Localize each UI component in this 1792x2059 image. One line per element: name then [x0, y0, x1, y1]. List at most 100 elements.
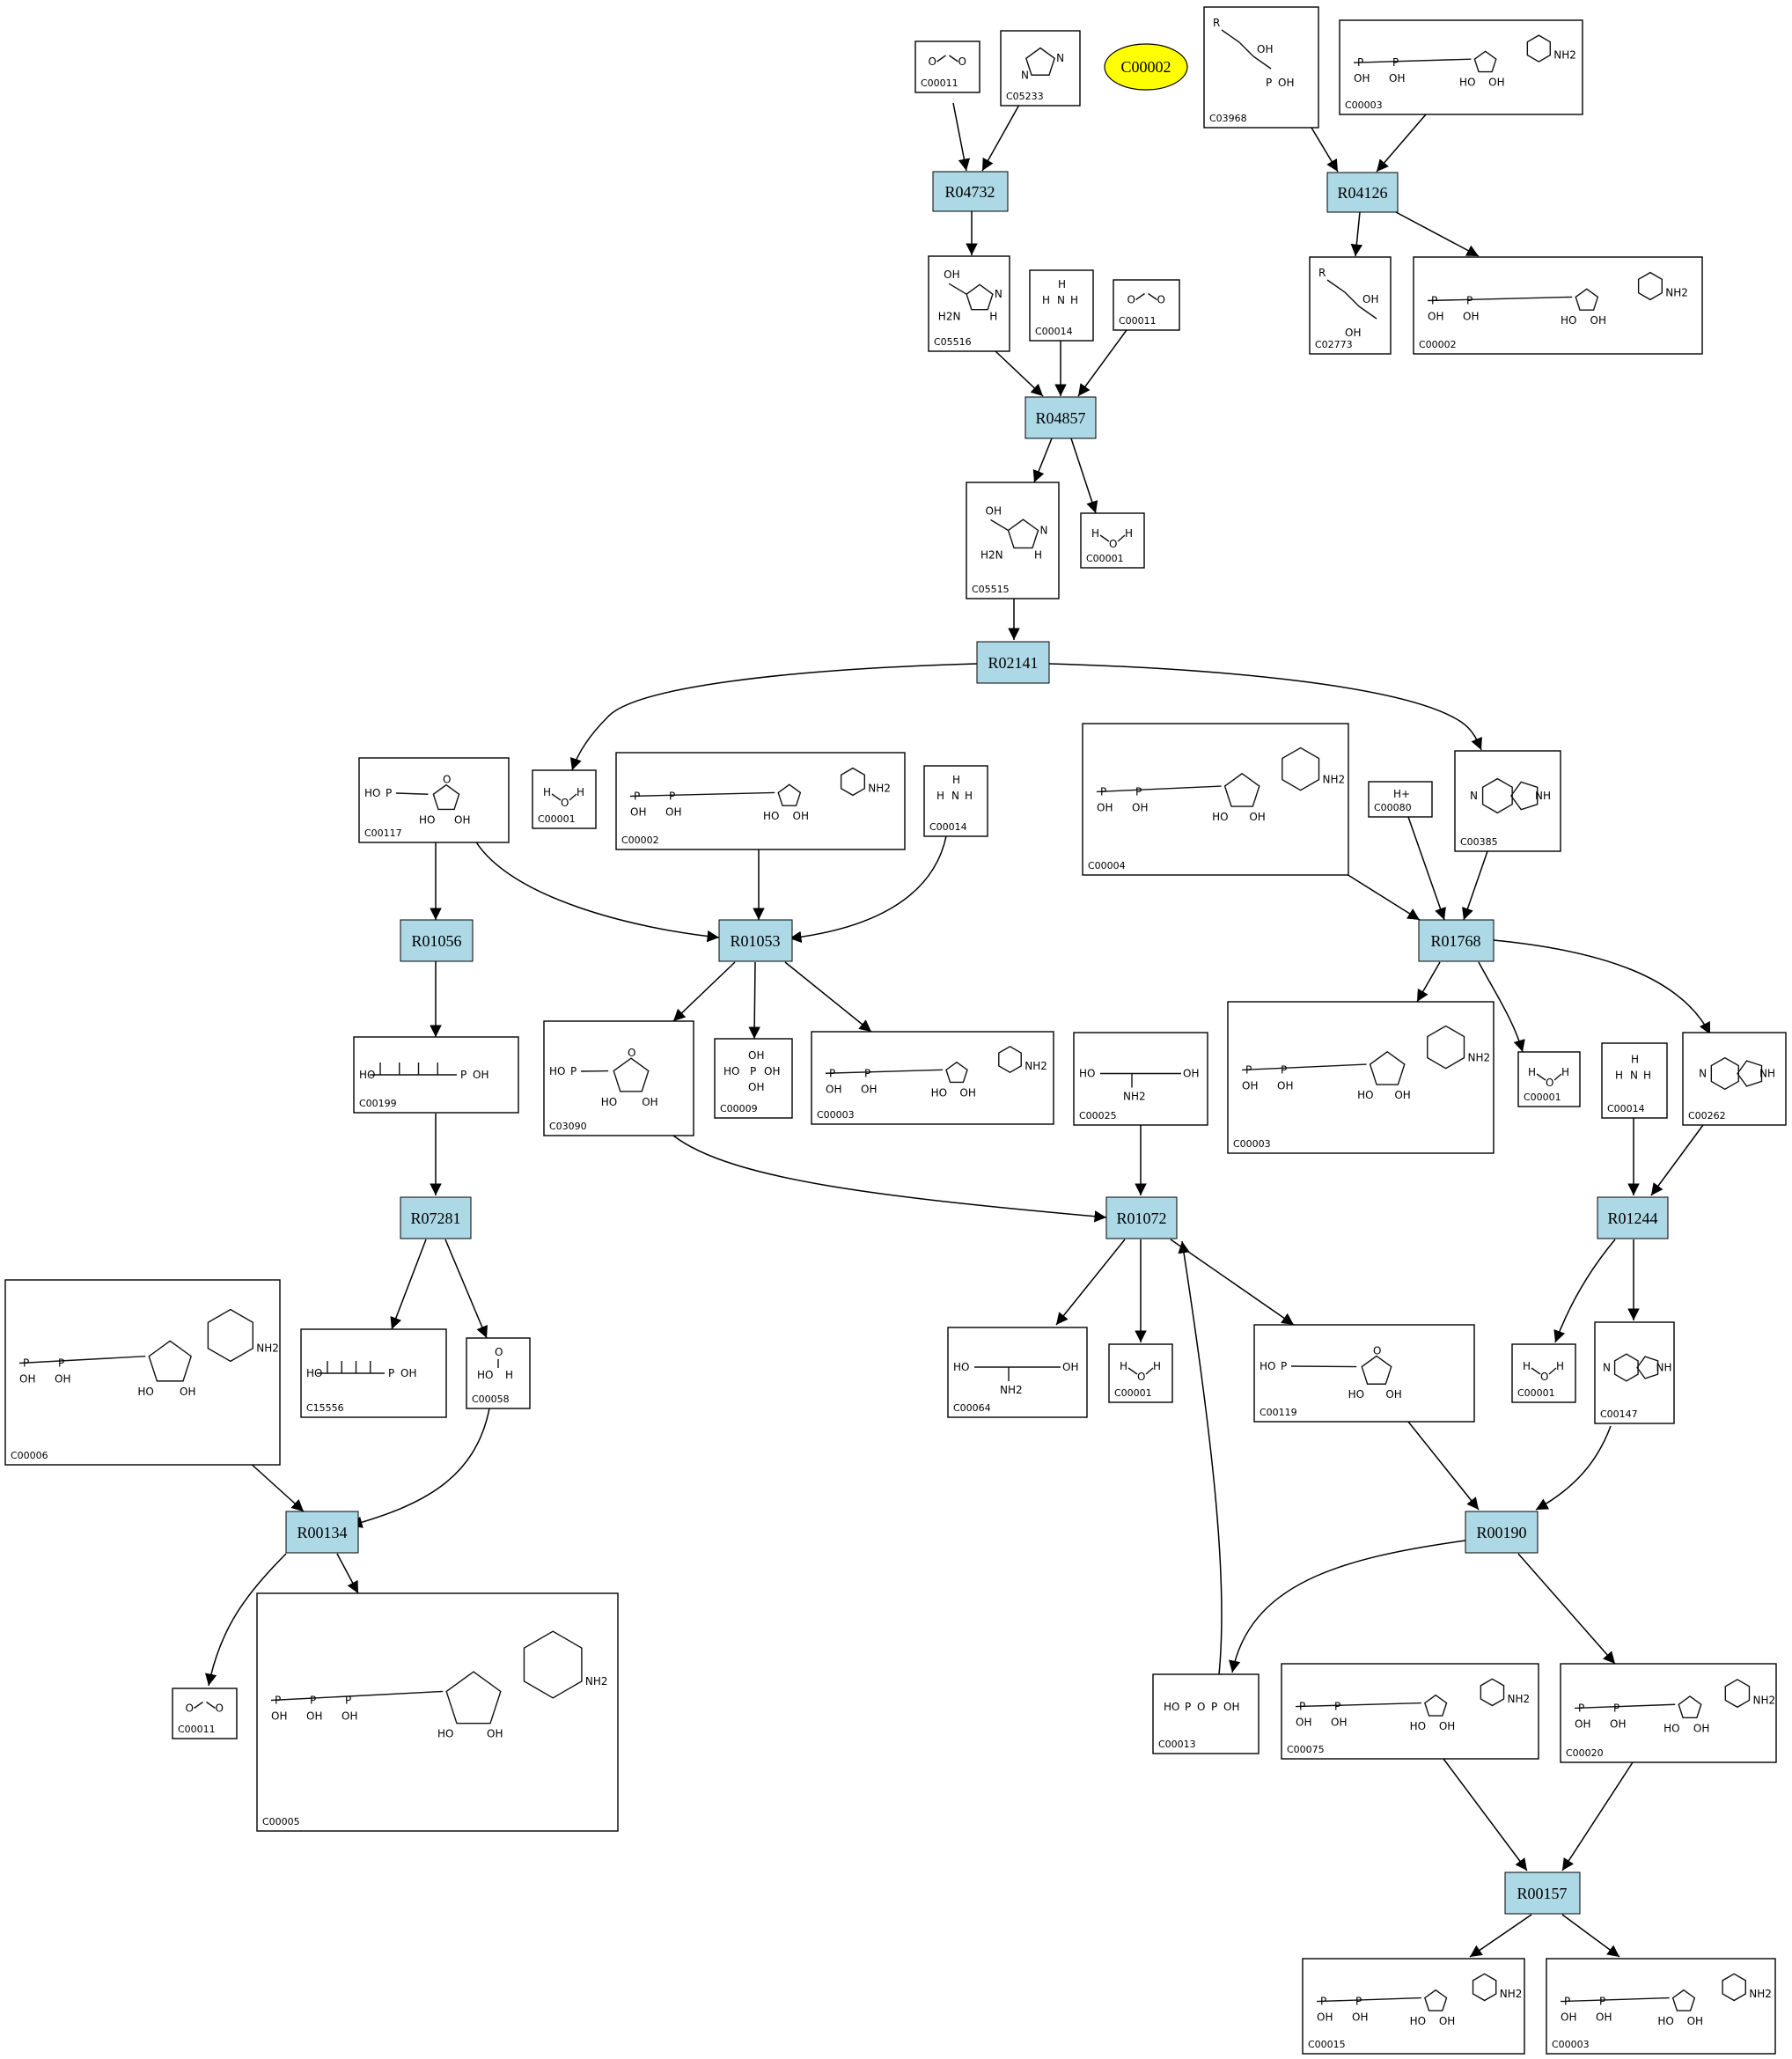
compound-box	[1281, 1663, 1539, 1760]
reaction-r04732[interactable]: R04732	[932, 171, 1009, 212]
phosphorus-label: P	[275, 1695, 281, 1707]
compound-box	[172, 1688, 238, 1739]
reaction-r07281[interactable]: R07281	[400, 1196, 472, 1239]
water-icon: HOH	[1528, 1066, 1569, 1089]
compound-box	[1029, 269, 1094, 342]
compound-box	[1339, 19, 1583, 115]
amine-label: H2N	[938, 311, 961, 323]
hydroxyl-label: OH	[861, 1083, 877, 1095]
base-ring	[1480, 1678, 1505, 1707]
amine-label: NH2	[1665, 287, 1688, 299]
compound-box	[914, 40, 980, 93]
reaction-r00134[interactable]: R00134	[285, 1511, 359, 1554]
reaction-r01056[interactable]: R01056	[400, 919, 474, 962]
phosphorus-label: P	[1392, 56, 1399, 69]
compound-box	[1546, 1958, 1776, 2055]
oxygen-label: O	[1109, 538, 1117, 550]
compound-label: C00058	[472, 1394, 510, 1405]
hydroxyl-label: HO	[359, 1069, 375, 1081]
phosphorus-label: P	[829, 1067, 835, 1079]
compound-box	[1080, 512, 1145, 569]
hydroxyl-label: OH	[180, 1386, 195, 1398]
reaction-r01053[interactable]: R01053	[718, 919, 793, 962]
phosphorus-label: P	[1334, 1701, 1340, 1713]
compound-label: C00001	[538, 813, 576, 825]
reaction-r01072[interactable]: R01072	[1105, 1196, 1178, 1239]
reaction-r04126[interactable]: R04126	[1326, 172, 1399, 213]
edge-r01244-c00001e	[1553, 1239, 1616, 1343]
compound-label: C03968	[1209, 113, 1247, 124]
hydrogen-label: H	[1631, 1054, 1639, 1066]
hydroxyl-label: HO	[953, 1361, 969, 1373]
reaction-r01244[interactable]: R01244	[1597, 1196, 1669, 1239]
phosphate-backbone	[1353, 58, 1472, 63]
water-icon: HOH	[543, 786, 584, 809]
hydroxyl-label: OH	[400, 1367, 416, 1379]
hydroxyl-label: OH	[1277, 1079, 1293, 1092]
amine-label: NH2	[1467, 1052, 1490, 1064]
reaction-r02141[interactable]: R02141	[976, 641, 1050, 684]
reaction-r01768[interactable]: R01768	[1418, 919, 1495, 962]
reaction-r00157[interactable]: R00157	[1504, 1871, 1581, 1915]
compound-label: C00009	[720, 1103, 758, 1114]
ribose-ring	[1575, 288, 1599, 311]
double-bond	[1148, 292, 1157, 301]
reaction-r04857[interactable]: R04857	[1025, 396, 1097, 439]
hydrogen-label: H	[1556, 1360, 1564, 1372]
compound-label: C00064	[953, 1402, 991, 1414]
highlight-label: C00002	[1120, 58, 1171, 76]
compound-c00080[interactable]: H+C00080	[1368, 781, 1433, 818]
highlight-node[interactable]: C00002	[1104, 43, 1188, 91]
phosphate-backbone	[1295, 1702, 1421, 1708]
hydroxyl-label: HO	[1657, 2015, 1673, 2027]
compound-c00001[interactable]: HOH C00001	[532, 769, 597, 829]
reaction-r00190[interactable]: R00190	[1465, 1511, 1539, 1554]
